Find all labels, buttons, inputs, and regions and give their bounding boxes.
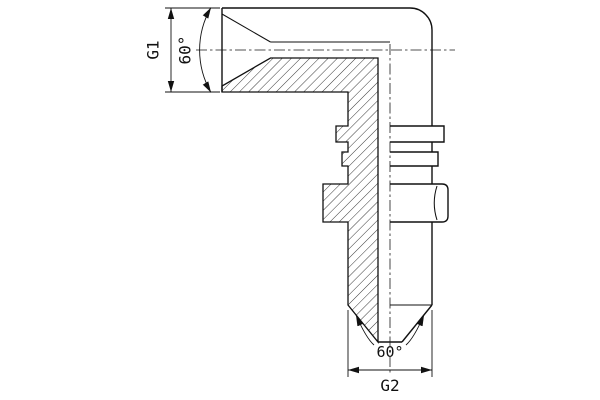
dimension-g2: G2	[347, 310, 433, 395]
dimension-cone-angle-top: 60°	[176, 7, 212, 93]
collar-lower	[390, 151, 439, 167]
nut-profile	[390, 183, 449, 223]
collar-upper	[390, 125, 445, 143]
upper-cone-face	[221, 13, 271, 43]
centerlines	[196, 44, 455, 374]
bottom-angle-label: 60°	[376, 343, 403, 361]
top-edge-and-elbow-corner	[222, 7, 433, 126]
bottom-angle-arc-left	[355, 314, 375, 346]
nut-chamfer-line	[433, 185, 438, 221]
section-hatch	[221, 57, 379, 344]
bottom-cone-right-face	[401, 304, 433, 343]
top-angle-arc	[199, 7, 212, 93]
part-outline	[221, 7, 449, 343]
g2-extension-lines	[347, 310, 433, 377]
section-cut-region	[221, 57, 379, 344]
bottom-angle-arc-right	[405, 314, 425, 346]
top-angle-label: 60°	[176, 36, 195, 65]
g2-label: G2	[380, 376, 399, 395]
g1-label: G1	[144, 40, 163, 59]
dimension-cone-angle-bottom: 60°	[355, 314, 425, 361]
